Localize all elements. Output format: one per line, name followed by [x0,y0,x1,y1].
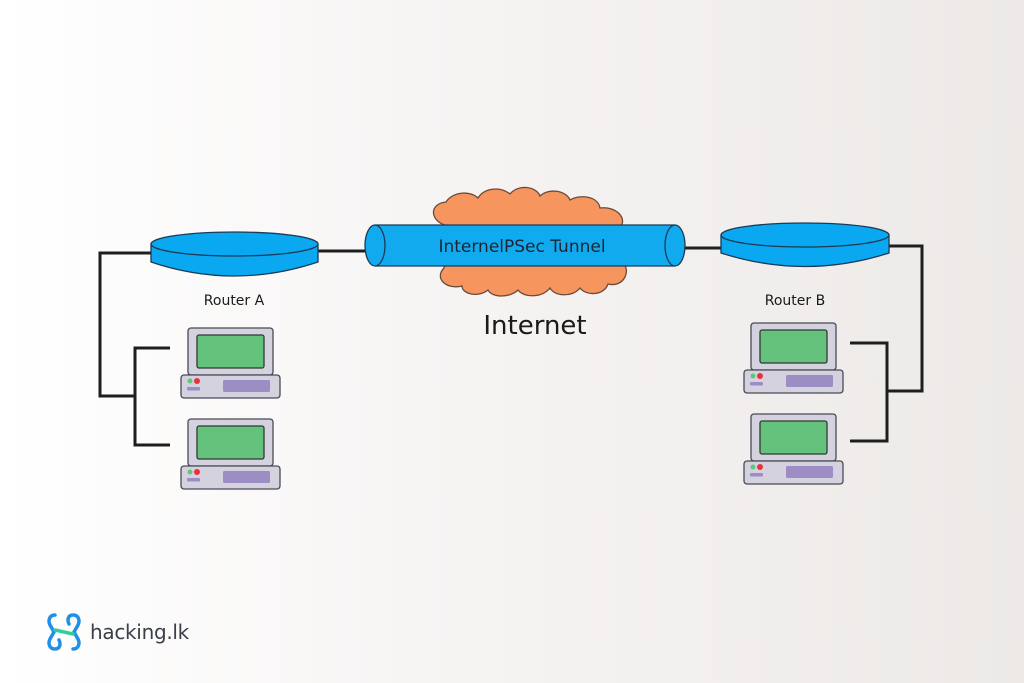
screen [196,425,265,460]
host-b1 [743,322,844,394]
internet-label: Internet [483,311,586,341]
button-slot [187,478,200,482]
screen [759,329,828,364]
hacking-lk-logo[interactable]: hacking.lk [46,612,189,652]
router-a-top [150,231,319,257]
host-a1 [180,327,281,399]
router-a: Router A [150,231,319,309]
ipsec-tunnel: InternelPSec Tunnel [364,224,686,267]
connections [98,244,924,447]
link-router-b-to-hosts [887,244,924,393]
green-led-icon [750,464,756,470]
red-led-icon [757,373,763,379]
router-b-top [720,222,890,248]
link-host-b-bus [850,341,889,443]
screen [759,420,828,455]
router-a-label: Router A [204,293,265,309]
router-b-label: Router B [765,293,825,309]
link-router-a-to-hosts [98,251,152,398]
button-slot [750,382,763,386]
green-led-icon [187,469,193,475]
link-host-a-bus [133,346,170,447]
green-led-icon [187,378,193,384]
drive-slot [786,375,833,387]
drive-slot [223,471,270,483]
drive-slot [223,380,270,392]
tunnel-body [375,225,675,266]
red-led-icon [757,464,763,470]
logo-text: hacking.lk [90,620,189,644]
button-slot [187,387,200,391]
tunnel-label: InternelPSec Tunnel [438,237,605,257]
router-b: Router B [720,222,890,309]
tunnel-left-end [364,224,386,267]
host-b2 [743,413,844,485]
drive-slot [786,466,833,478]
host-a2 [180,418,281,490]
button-slot [750,473,763,477]
red-led-icon [194,378,200,384]
hacking-lk-logo-icon [47,613,81,651]
screen [196,334,265,369]
green-led-icon [750,373,756,379]
tunnel-right-end [664,224,686,267]
red-led-icon [194,469,200,475]
